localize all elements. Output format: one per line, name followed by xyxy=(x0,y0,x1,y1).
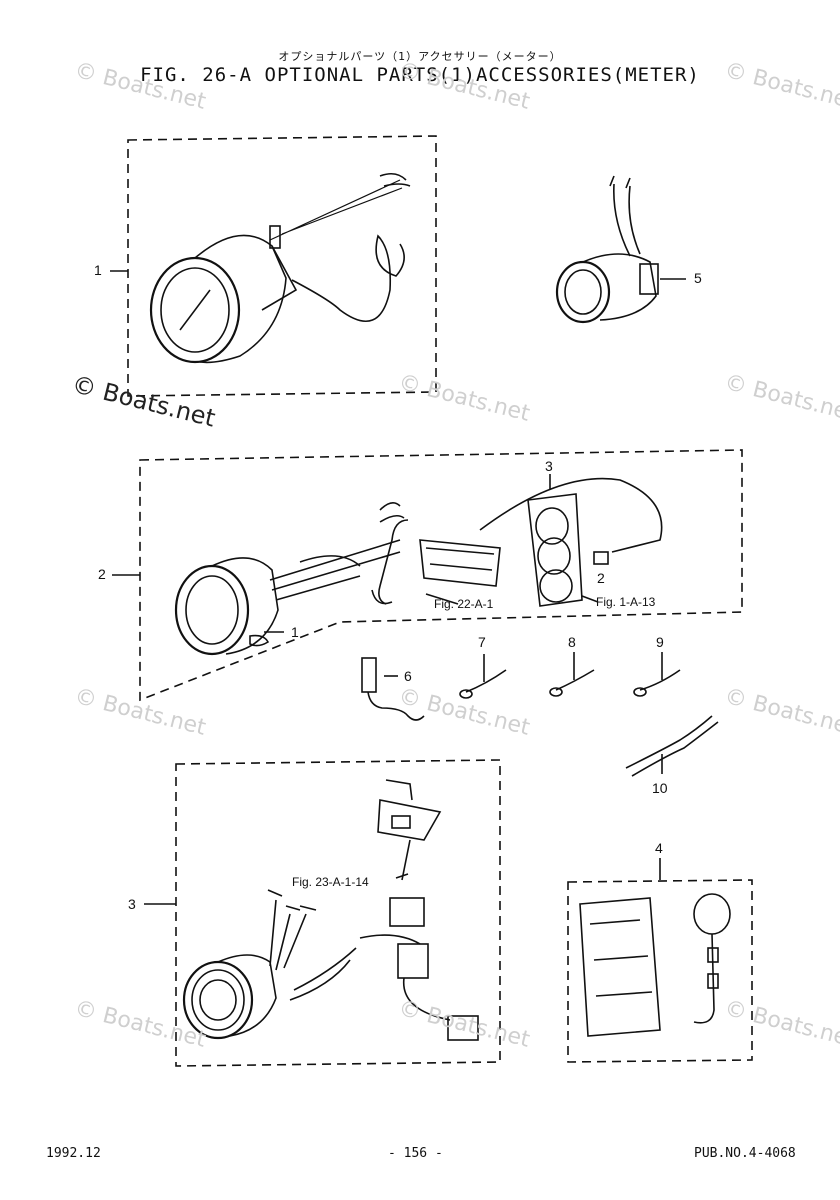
publication-number: PUB.NO.4-4068 xyxy=(694,1146,796,1161)
wire-8 xyxy=(549,669,595,697)
callout-1: 1 xyxy=(94,262,102,278)
callout-8: 8 xyxy=(568,634,576,650)
tachometer-gauge-1 xyxy=(149,172,411,364)
callout-9: 9 xyxy=(656,634,664,650)
bulb-6 xyxy=(361,657,425,721)
wire-harness-3 xyxy=(378,477,663,607)
callout-box2-2: 2 xyxy=(597,570,605,586)
title-japanese: オプショナルパーツ（1）アクセサリー（メーター） xyxy=(278,50,562,63)
wire-10 xyxy=(625,715,719,777)
reference-fig-1: Fig. 1-A-13 xyxy=(596,595,656,609)
gauge-5 xyxy=(555,175,659,324)
footer-date: 1992.12 xyxy=(46,1146,101,1161)
callout-2: 2 xyxy=(98,566,106,582)
wire-9 xyxy=(633,669,681,697)
group-box-4 xyxy=(567,879,753,1063)
figure-title: FIG. 26-A OPTIONAL PARTS(1)ACCESSORIES(M… xyxy=(140,64,700,86)
group-box-2 xyxy=(139,449,743,702)
callout-4: 4 xyxy=(655,840,663,856)
switch-assembly xyxy=(359,779,479,1041)
wire-7 xyxy=(459,669,507,699)
gauge-3 xyxy=(182,889,357,1040)
page-number: - 156 - xyxy=(388,1146,443,1161)
callout-10: 10 xyxy=(652,780,668,796)
callout-5: 5 xyxy=(694,270,702,286)
callout-box2-1: 1 xyxy=(291,624,299,640)
group-box-3 xyxy=(175,759,501,1067)
meter-bracket-4 xyxy=(579,893,731,1037)
callout-7: 7 xyxy=(478,634,486,650)
reference-fig-22: Fig. 22-A-1 xyxy=(434,597,494,611)
callout-3: 3 xyxy=(128,896,136,912)
callout-box2-3: 3 xyxy=(545,458,553,474)
reference-fig-23: Fig. 23-A-1-14 xyxy=(292,875,369,889)
callout-6: 6 xyxy=(404,668,412,684)
gauge-2 xyxy=(174,502,405,656)
clip-1 xyxy=(249,634,270,647)
